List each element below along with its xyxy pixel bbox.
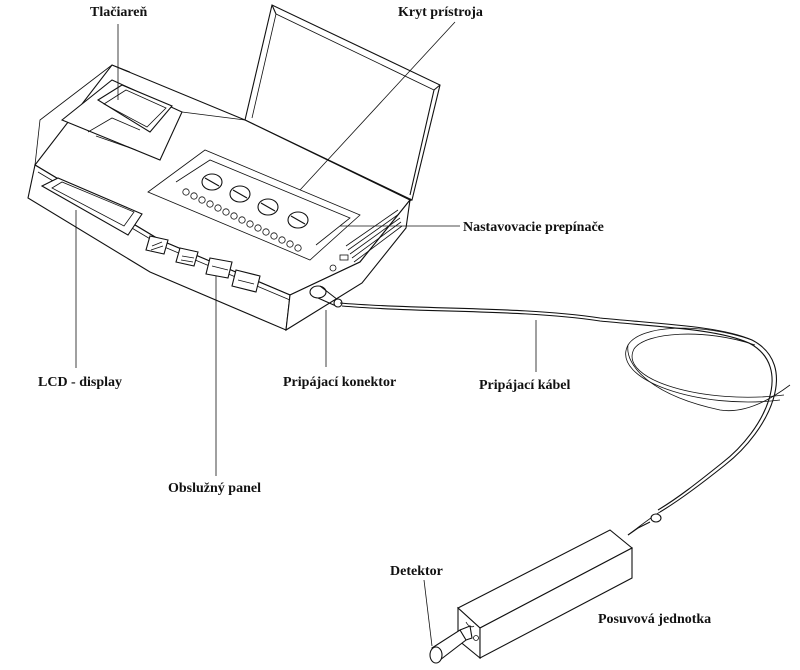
label-switches: Nastavovacie prepínače (463, 220, 604, 235)
label-detector: Detektor (390, 564, 443, 579)
button-3-icon (205, 257, 233, 279)
leader-lines (75, 21, 537, 647)
button-4-icon (231, 269, 261, 293)
control-well (147, 111, 361, 261)
leader-detector (423, 579, 433, 647)
side-port-icon (329, 254, 349, 272)
adjustment-knobs (201, 173, 309, 229)
detector-probe (429, 625, 473, 664)
feed-unit (457, 513, 662, 660)
label-connector: Pripájací konektor (283, 375, 396, 390)
vent-grille-icon (345, 209, 403, 263)
printer (60, 79, 183, 161)
switch-row-icon (182, 188, 302, 252)
operating-panel (145, 235, 261, 293)
lcd-display (40, 177, 143, 236)
button-1-icon (145, 235, 169, 255)
label-cable: Pripájací kábel (479, 378, 570, 393)
label-lcd: LCD - display (38, 375, 122, 390)
label-printer: Tlačiareň (90, 5, 148, 20)
label-drive-unit: Posuvová jednotka (598, 612, 711, 627)
connecting-cable (339, 302, 791, 536)
knob-3-icon (257, 198, 279, 216)
label-cover: Kryt prístroja (398, 5, 483, 20)
label-panel: Obslužný panel (168, 481, 261, 496)
leader-cover (299, 21, 456, 191)
knob-2-icon (229, 185, 251, 203)
button-2-icon (175, 247, 199, 267)
connector-plug-icon (309, 285, 343, 308)
knob-1-icon (201, 173, 223, 191)
knob-4-icon (287, 211, 309, 229)
